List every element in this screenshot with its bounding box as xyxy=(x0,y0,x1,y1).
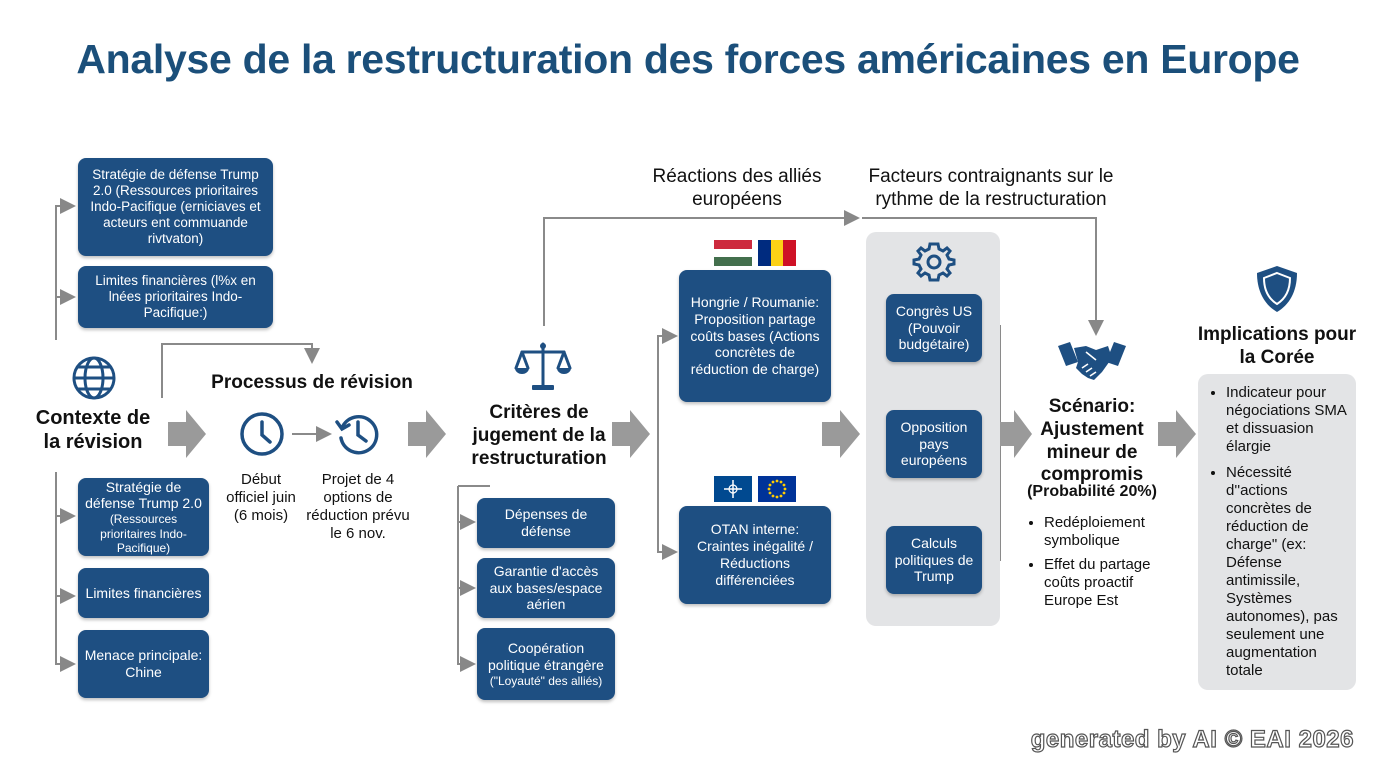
factors-box-opposition: Opposition pays européens xyxy=(886,410,982,478)
process-label: Processus de révision xyxy=(211,372,413,393)
factors-box-congress: Congrès US (Pouvoir budgétaire) xyxy=(886,294,982,362)
criteria-box-access: Garantie d'accès aux bases/espace aérien xyxy=(477,558,615,618)
context-box-strategy-bottom-title: Stratégie de défense Trump 2.0 xyxy=(85,478,202,512)
factors-box-congress-text: Congrès US (Pouvoir budgétaire) xyxy=(895,302,973,353)
implications-panel xyxy=(1198,374,1356,690)
context-box-financial-bottom-text: Limites financières xyxy=(85,584,202,601)
footer-watermark: generated by AI © EAI 2026 xyxy=(1030,725,1354,753)
context-box-strategy-bottom-sub: (Ressources prioritaires Indo-Pacifique) xyxy=(100,512,187,555)
scenario-bullets: Redéploiement symbolique Effet du partag… xyxy=(1024,514,1164,616)
criteria-box-cooperation-title: Coopération politique étrangère xyxy=(488,640,604,673)
factors-box-opposition-text: Opposition pays européens xyxy=(900,418,968,469)
scenario-bullet: Redéploiement symbolique xyxy=(1044,514,1164,550)
romania-flag-icon xyxy=(758,240,796,266)
context-box-financial-top-text: Limites financières (l%x en lnées priori… xyxy=(95,272,256,321)
criteria-label: Critères de jugement de la restructurati… xyxy=(471,402,607,469)
nato-flag-icon xyxy=(714,476,752,502)
reactions-box-hungary-romania: Hongrie / Roumanie: Proposition partage … xyxy=(679,270,831,402)
reactions-box-hungary-romania-text: Hongrie / Roumanie: Proposition partage … xyxy=(690,294,820,378)
scenario-bullet: Effet du partage coûts proactif Europe E… xyxy=(1044,556,1164,610)
scenario-probability: (Probabilité 20%) xyxy=(1027,483,1157,500)
criteria-box-cooperation: Coopération politique étrangère ("Loyaut… xyxy=(477,628,615,700)
factors-box-trump-politics-text: Calculs politiques de Trump xyxy=(894,534,974,585)
factors-label: Facteurs contraignants sur le rythme de … xyxy=(868,166,1114,210)
process-step-draft: Projet de 4 options de réduction prévu l… xyxy=(306,471,410,542)
globe-icon xyxy=(72,356,116,400)
process-step-start: Début officiel juin (6 mois) xyxy=(226,471,296,524)
context-box-strategy-bottom: Stratégie de défense Trump 2.0 (Ressourc… xyxy=(78,478,209,556)
criteria-box-cooperation-sub: ("Loyauté" des alliés) xyxy=(489,673,603,688)
implications-bullet: Nécessité d''actions concrètes de réduct… xyxy=(1226,464,1352,680)
context-box-threat: Menace principale: Chine xyxy=(78,630,209,698)
criteria-box-spending-text: Dépenses de défense xyxy=(504,506,588,539)
context-box-financial-top: Limites financières (l%x en lnées priori… xyxy=(78,266,273,328)
implications-label: Implications pour la Corée xyxy=(1197,324,1357,368)
implications-bullet: Indicateur pour négociations SMA et diss… xyxy=(1226,384,1352,456)
hungary-flag-icon xyxy=(714,240,752,266)
reactions-label: Réactions des alliés européens xyxy=(652,166,822,210)
page-title: Analyse de la restructuration des forces… xyxy=(76,36,1300,82)
factors-box-trump-politics: Calculs politiques de Trump xyxy=(886,526,982,594)
reactions-box-nato: OTAN interne: Craintes inégalité / Réduc… xyxy=(679,506,831,604)
handshake-icon xyxy=(1058,342,1126,380)
criteria-box-access-text: Garantie d'accès aux bases/espace aérien xyxy=(489,562,603,613)
history-clock-icon xyxy=(335,414,379,455)
context-box-threat-text: Menace principale: Chine xyxy=(84,647,203,680)
shield-icon xyxy=(1257,266,1297,312)
eu-flag-icon xyxy=(758,476,796,502)
reactions-box-nato-text: OTAN interne: Craintes inégalité / Réduc… xyxy=(697,521,813,588)
gear-icon xyxy=(912,242,956,282)
context-box-financial-bottom: Limites financières xyxy=(78,568,209,618)
criteria-box-spending: Dépenses de défense xyxy=(477,498,615,548)
clock-icon xyxy=(240,412,284,456)
scales-icon xyxy=(514,342,572,390)
context-label: Contexte de la révision xyxy=(35,407,151,453)
context-box-strategy-top: Stratégie de défense Trump 2.0 (Ressourc… xyxy=(78,158,273,256)
implications-bullets: Indicateur pour négociations SMA et diss… xyxy=(1206,384,1352,686)
context-box-strategy-top-text: Stratégie de défense Trump 2.0 (Ressourc… xyxy=(90,166,261,247)
scenario-label: Scénario: Ajustement mineur de compromis xyxy=(1040,396,1144,486)
